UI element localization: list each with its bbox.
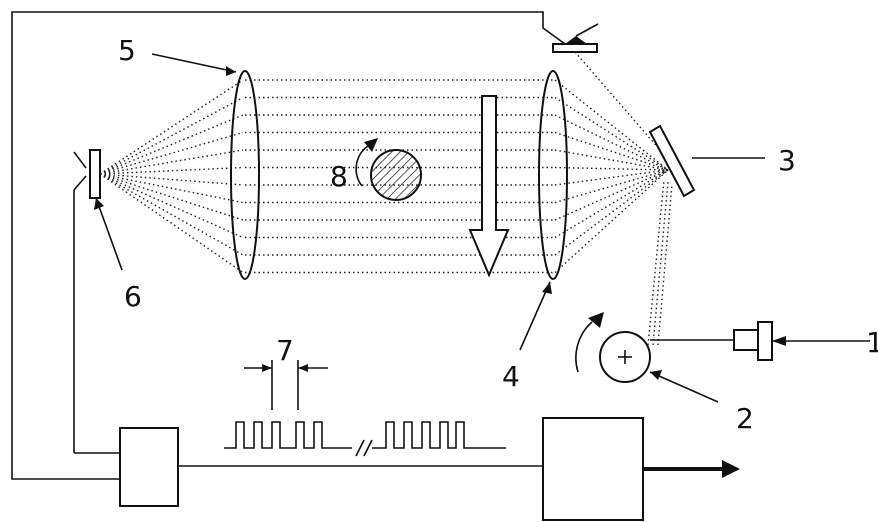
object-8: [355, 138, 422, 201]
source-beam: [647, 179, 673, 346]
rotation-arrow-head-icon: [364, 138, 378, 152]
label-7: 7: [276, 334, 294, 367]
label-1: 1: [866, 326, 878, 359]
mirror-3: [648, 124, 696, 198]
lens-4: [538, 70, 568, 280]
scan-direction-arrow: [468, 95, 510, 278]
output-arrow: [643, 460, 740, 478]
label-5: 5: [118, 34, 136, 67]
label-6: 6: [124, 280, 142, 313]
feedback-wire: [11, 11, 566, 480]
evaluation-unit-box: [542, 417, 644, 521]
signal-processor-box: [119, 427, 179, 507]
lens-5: [230, 70, 260, 280]
pulse-train: [224, 421, 506, 457]
rotating-polygon-2: [575, 312, 651, 383]
right-light-fan: [554, 79, 669, 274]
detector-6: [73, 149, 120, 454]
laser-source-1: [650, 321, 870, 361]
left-light-fan: [99, 79, 244, 274]
label-4: 4: [502, 360, 520, 393]
label-8: 8: [330, 160, 348, 193]
label-2: 2: [736, 402, 754, 435]
label-3: 3: [778, 144, 796, 177]
pulse-interval-marker: [244, 360, 328, 410]
parallel-beams: [245, 79, 553, 274]
label-leaders: [94, 53, 765, 403]
rotation-arrow-head-icon: [588, 312, 604, 328]
reference-detector: [552, 23, 661, 151]
